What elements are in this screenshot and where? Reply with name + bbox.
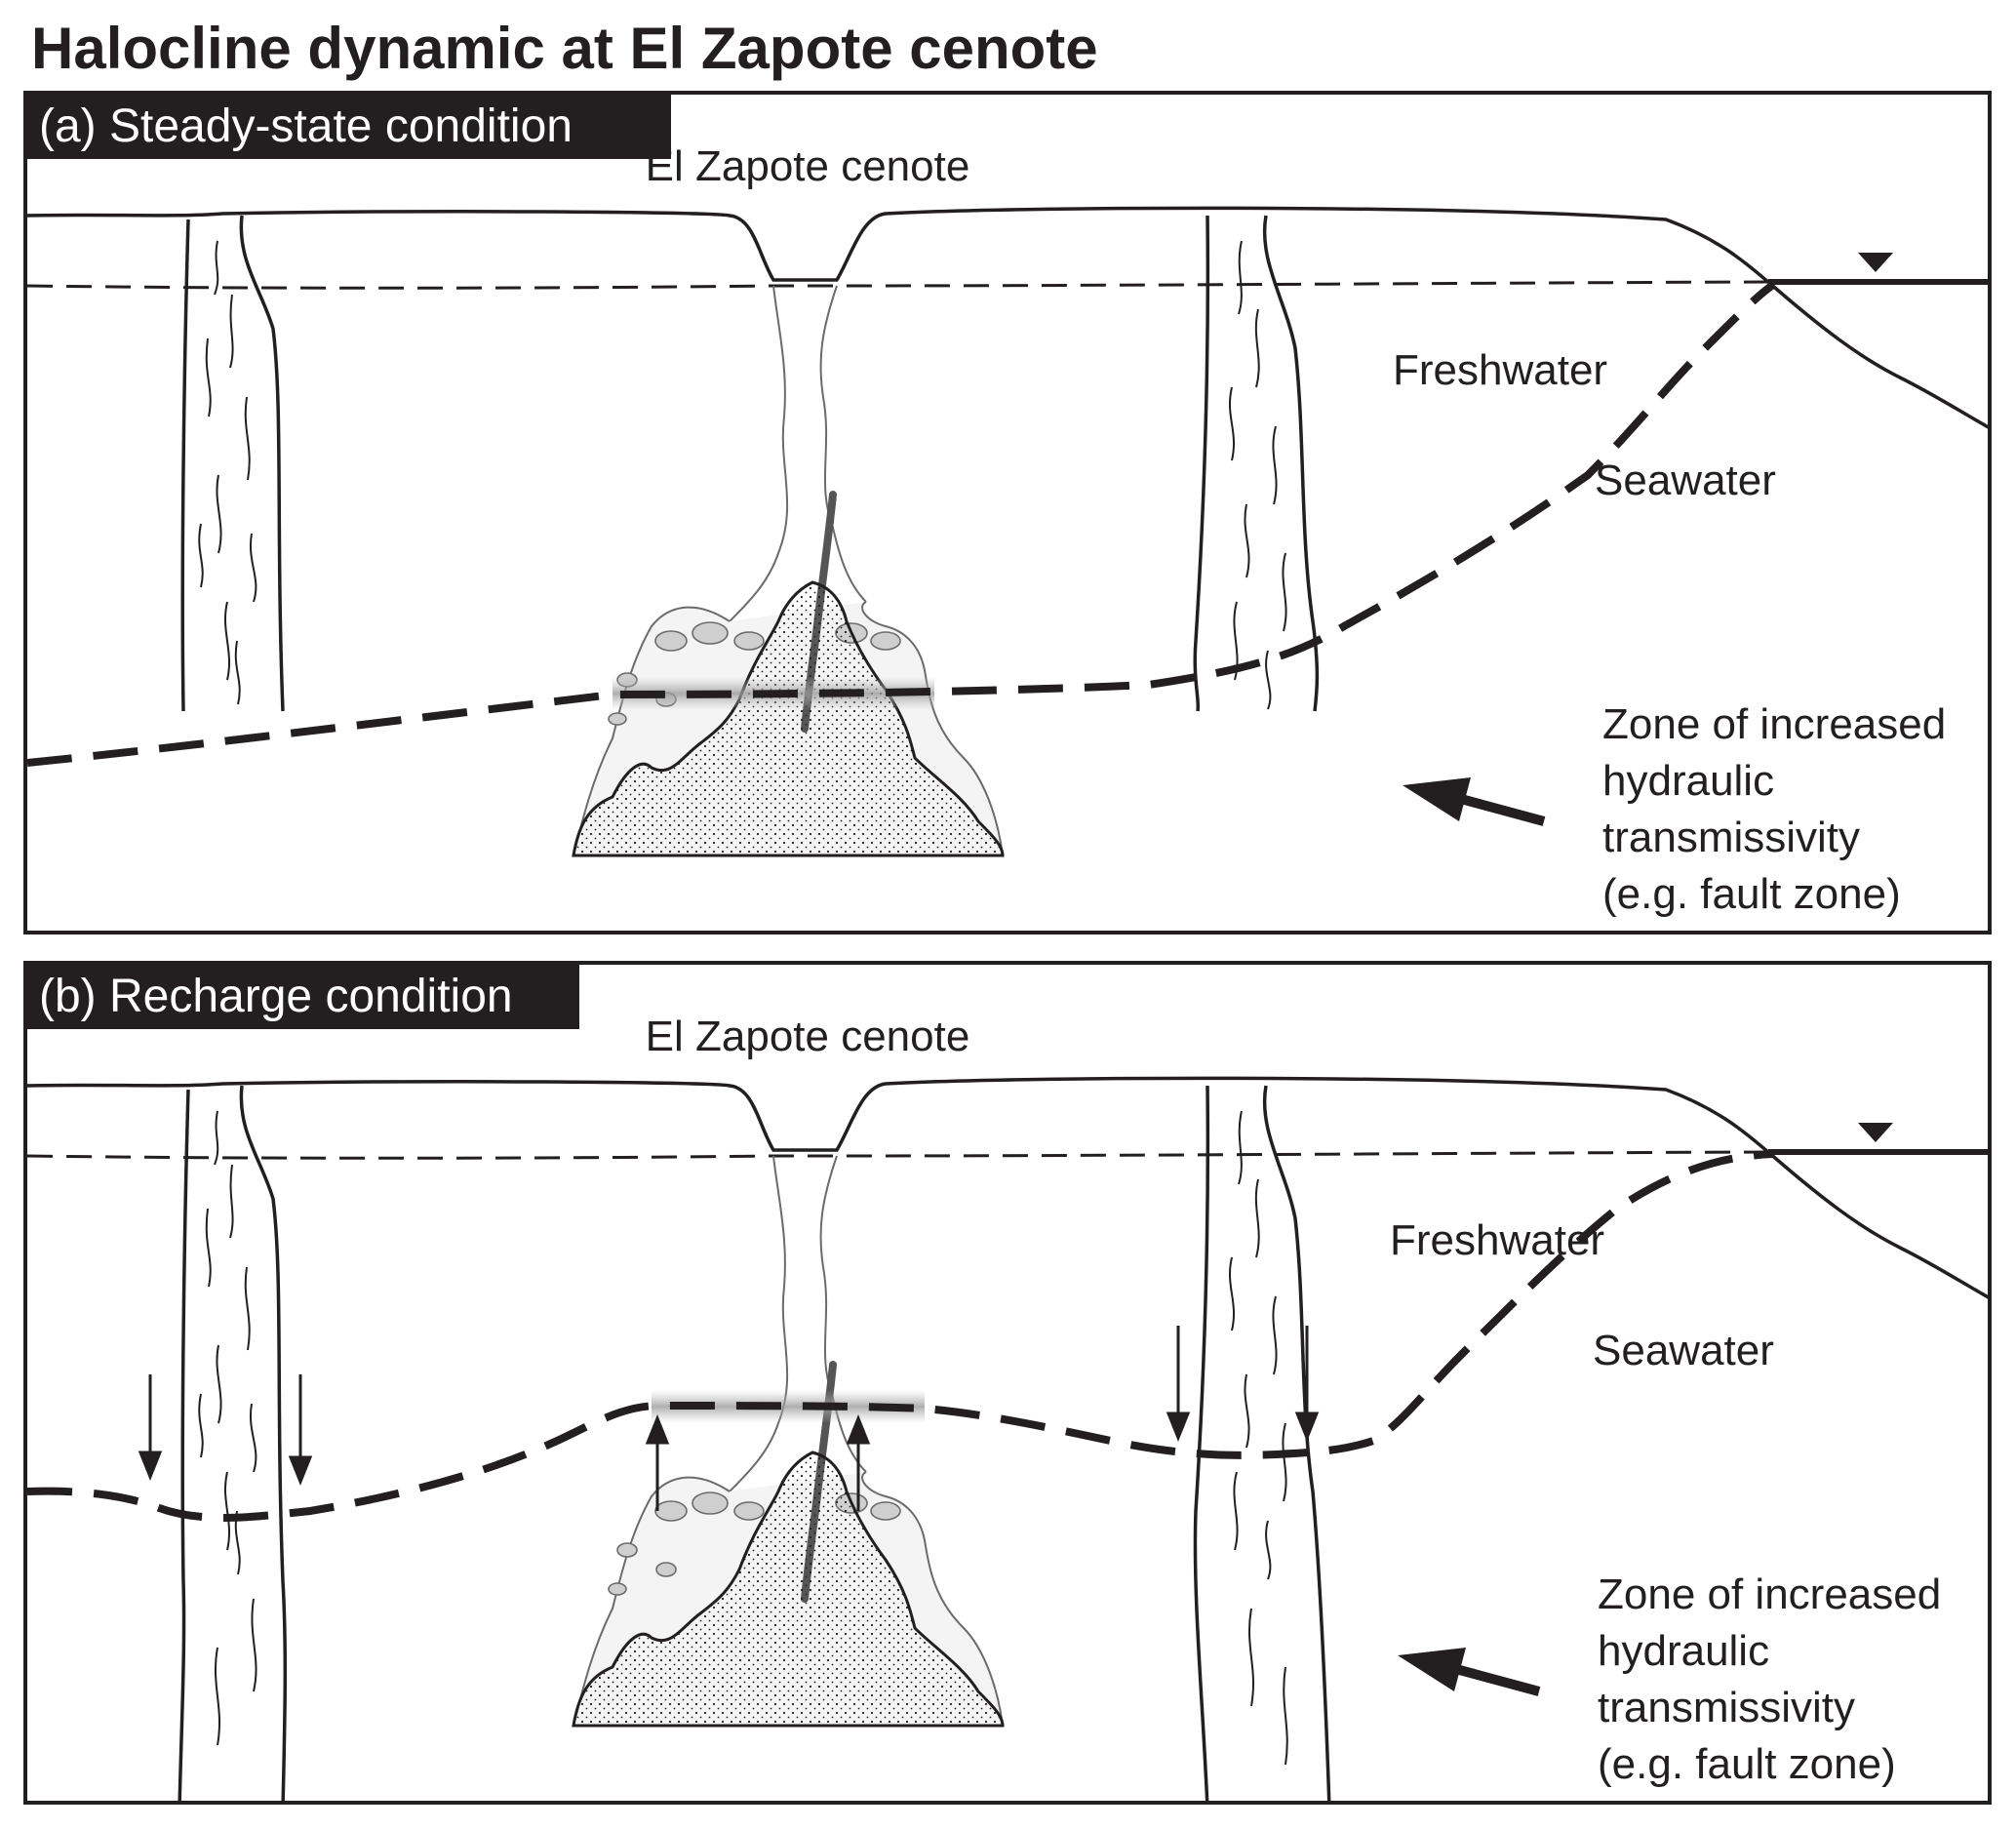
water-table-triangle-icon (1858, 253, 1893, 272)
panel-steady-state: El Zapote cenote Freshwater Seawater Zon… (23, 91, 1992, 934)
debris-cone (572, 580, 1005, 857)
recharge-down-arrow-icon (138, 1374, 163, 1482)
water-table-line (27, 280, 1769, 290)
cenote-shaft (729, 1155, 867, 1492)
zone-label-line-4: (e.g. fault zone) (1598, 1740, 1896, 1788)
freshwater-label: Freshwater (1390, 1216, 1604, 1264)
recharge-down-arrow-icon (1166, 1326, 1191, 1443)
cenote-shaft (729, 285, 867, 622)
coast-seafloor (1766, 1150, 1988, 1299)
zone-label-line-1: Zone of increased (1598, 1571, 1941, 1618)
zone-label-line-1: Zone of increased (1602, 700, 1946, 748)
recharge-down-arrow-icon (288, 1374, 313, 1487)
panel-tag: (a) Steady-state condition (27, 95, 671, 159)
ground-surface (27, 206, 1988, 284)
seawater-label: Seawater (1593, 1327, 1774, 1374)
cenote-label: El Zapote cenote (646, 142, 970, 190)
flow-arrow-icon (1403, 777, 1546, 826)
panel-tag: (b) Recharge condition (27, 965, 579, 1029)
recharge-down-arrow-icon (1294, 1326, 1320, 1443)
upwelling-up-arrow-icon (645, 1413, 670, 1511)
coast-seafloor (1766, 280, 1988, 429)
zone-label-line-2: hydraulic (1598, 1627, 1769, 1675)
halocline-line (27, 1150, 1774, 1522)
fault-zone-left (180, 215, 285, 712)
water-table-triangle-icon (1858, 1123, 1893, 1142)
ground-surface (27, 1076, 1988, 1154)
seawater-label: Seawater (1595, 457, 1776, 504)
zone-label-line-4: (e.g. fault zone) (1602, 870, 1901, 918)
flow-arrow-icon (1398, 1648, 1541, 1696)
fault-fractures-right (1228, 1110, 1288, 1766)
water-table-line (27, 1150, 1769, 1160)
fault-fractures-left (198, 1110, 257, 1746)
zone-label-line-3: transmissivity (1598, 1684, 1855, 1731)
upwelling-up-arrow-icon (846, 1413, 871, 1511)
cenote-label: El Zapote cenote (646, 1013, 970, 1060)
fault-zone-left (178, 1085, 288, 1801)
zone-label-line-3: transmissivity (1602, 814, 1860, 861)
zone-label-line-2: hydraulic (1602, 757, 1774, 805)
steady-state-cross-section: El Zapote cenote Freshwater Seawater Zon… (27, 142, 1988, 918)
halocline-line (27, 281, 1776, 767)
fault-fractures-left (198, 240, 257, 705)
fault-zone-right (1193, 215, 1320, 712)
panel-recharge: El Zapote cenote Freshwater Seawater Zon… (23, 961, 1992, 1805)
recharge-cross-section: El Zapote cenote Freshwater Seawater Zon… (27, 1013, 1988, 1801)
freshwater-label: Freshwater (1393, 346, 1607, 394)
figure-title: Halocline dynamic at El Zapote cenote (31, 16, 1098, 81)
fault-fractures-right (1228, 240, 1287, 710)
debris-cone (572, 1451, 1005, 1728)
fault-zone-right (1193, 1085, 1331, 1801)
